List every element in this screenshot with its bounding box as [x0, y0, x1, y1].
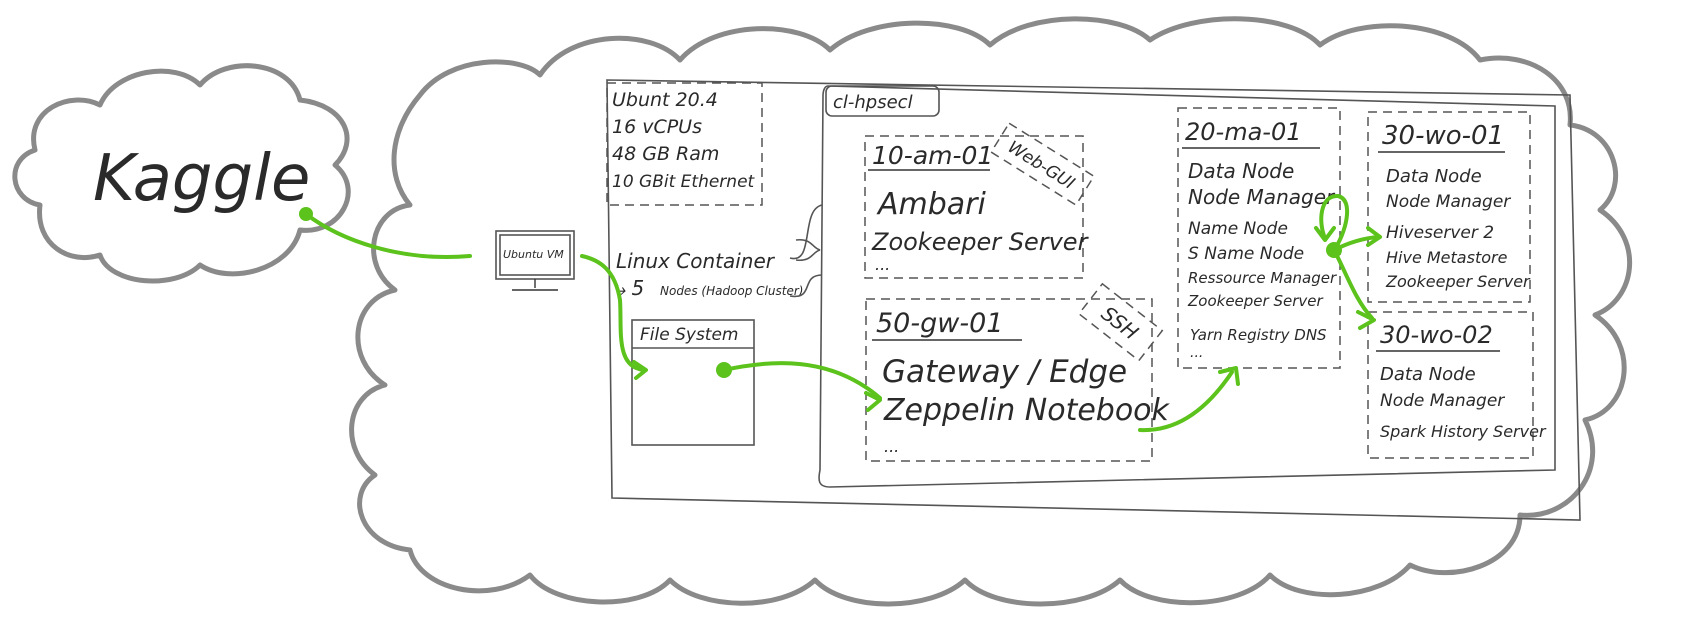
arrow-vm-to-filesystem: [580, 254, 647, 372]
file-system-label: File System: [640, 325, 738, 345]
monitor-label: Ubuntu VM: [503, 248, 564, 261]
spec-os: Ubunt 20.4: [612, 89, 718, 111]
vm-container: [606, 79, 1581, 521]
node-wo-01: 30-wo-01 Data Node Node Manager Hiveserv…: [1367, 111, 1531, 303]
arrow-master-to-wo2: [1332, 248, 1374, 320]
data-flow-arrows: [299, 193, 1382, 433]
arrow-master-to-wo1: [1332, 235, 1380, 252]
node-ma-line-3: Name Node: [1188, 219, 1288, 239]
arrow-head-gateway: [864, 391, 882, 412]
node-ma-title: 20-ma-01: [1185, 118, 1301, 146]
node-wo1-title: 30-wo-01: [1382, 121, 1504, 151]
kaggle-cloud: Kaggle: [12, 63, 351, 284]
node-am-01: 10-am-01 Web-GUI Ambari Zookeeper Server…: [864, 122, 1095, 279]
linux-container-info: Linux Container ⤷ 5 Nodes (Hadoop Cluste…: [614, 204, 823, 300]
node-gw-line-1: Gateway / Edge: [882, 354, 1127, 390]
node-am-line-2: Zookeeper Server: [871, 228, 1090, 256]
main-cloud: [349, 16, 1633, 607]
spec-cpu: 16 vCPUs: [612, 116, 702, 138]
ubuntu-vm-monitor-icon: Ubuntu VM: [495, 230, 575, 291]
node-gw-line-3: ...: [884, 437, 899, 456]
node-ma-line-1: Data Node: [1188, 159, 1294, 183]
file-system-box: File System: [631, 319, 755, 446]
linux-container-label: Linux Container: [616, 249, 776, 273]
spec-ram: 48 GB Ram: [612, 143, 719, 165]
arrow-head-wo2: [1356, 310, 1376, 330]
node-wo2-line-1: Data Node: [1380, 364, 1476, 385]
node-am-line-1: Ambari: [876, 187, 987, 222]
cluster-label: cl-hpsecl: [833, 92, 913, 113]
vm-spec-box: Ubunt 20.4 16 vCPUs 48 GB Ram 10 GBit Et…: [606, 82, 763, 206]
node-wo1-line-2: Node Manager: [1386, 192, 1511, 212]
arrow-master-self: [1319, 193, 1349, 252]
arrow-gateway-to-master: [1138, 370, 1234, 433]
spec-network: 10 GBit Ethernet: [612, 172, 756, 192]
node-wo-02: 30-wo-02 Data Node Node Manager Spark Hi…: [1367, 311, 1547, 459]
arrow-kaggle-to-vm: [304, 212, 472, 259]
node-ma-line-6: Zookeeper Server: [1187, 292, 1323, 310]
node-wo2-line-3: Spark History Server: [1380, 422, 1547, 441]
node-gw-01: 50-gw-01 SSH Gateway / Edge Zeppelin Not…: [865, 282, 1171, 462]
arrow-head-master-self: [1314, 226, 1336, 242]
kaggle-label: Kaggle: [93, 142, 310, 216]
arrow-head-filesystem: [632, 360, 648, 380]
nodes-label: Nodes (Hadoop Cluster): [660, 284, 803, 298]
node-ma-line-8: ...: [1190, 345, 1203, 361]
node-wo2-line-2: Node Manager: [1380, 391, 1505, 411]
arrow-head-wo1: [1366, 226, 1382, 247]
node-wo1-line-4: Hive Metastore: [1386, 248, 1508, 267]
node-wo1-line-3: Hiveserver 2: [1386, 223, 1494, 243]
node-wo2-title: 30-wo-02: [1380, 321, 1493, 349]
node-ma-line-5: Ressource Manager: [1188, 269, 1337, 287]
node-wo1-line-1: Data Node: [1386, 166, 1482, 187]
node-gw-title: 50-gw-01: [876, 308, 1003, 339]
arrow-head-master: [1218, 366, 1240, 386]
node-am-title: 10-am-01: [872, 141, 993, 170]
node-am-line-3: ...: [875, 255, 890, 274]
node-wo1-line-5: Zookeeper Server: [1385, 272, 1531, 291]
node-ma-line-2: Node Manager: [1188, 185, 1336, 209]
node-gw-line-2: Zeppelin Notebook: [883, 393, 1171, 428]
node-ma-line-4: S Name Node: [1188, 244, 1304, 264]
arrow-filesystem-to-gateway: [722, 361, 882, 400]
cluster-box: cl-hpsecl: [818, 85, 1556, 488]
node-ma-line-7: Yarn Registry DNS: [1190, 326, 1327, 344]
